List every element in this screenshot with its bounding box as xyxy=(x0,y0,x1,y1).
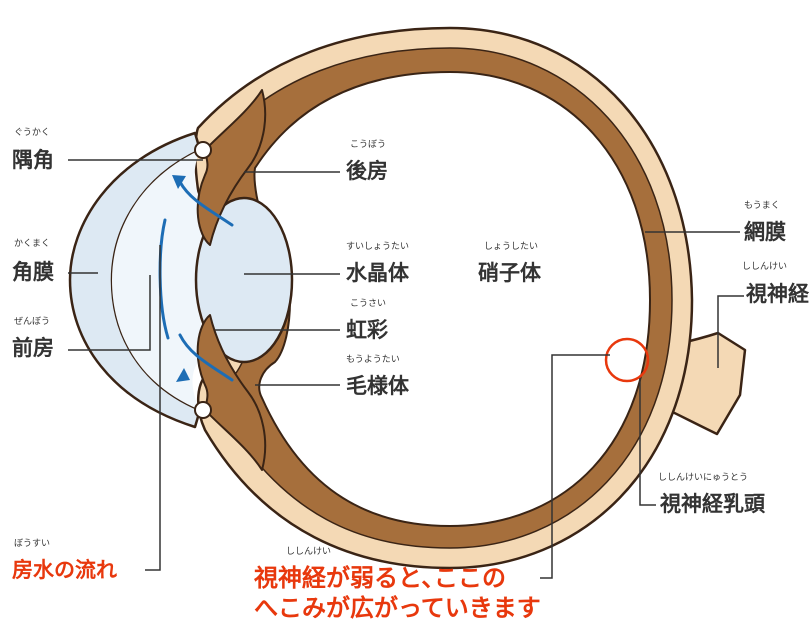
retina-label: 網膜 xyxy=(744,220,786,244)
note-line-1: 視神経が弱ると､ここの xyxy=(254,564,506,592)
leader-aqueous xyxy=(145,245,161,571)
ciliary-body-label: 毛様体 xyxy=(346,374,409,398)
cornea-ruby: かくまく xyxy=(14,239,51,249)
leader-optic-nerve xyxy=(717,295,744,368)
lens-ruby: すいしょうたい xyxy=(346,242,410,252)
iris-lower-shape xyxy=(196,314,267,471)
iris-upper-shape xyxy=(196,89,267,246)
ciliary-body-ruby: もうようたい xyxy=(346,355,400,365)
aqueous-flow-label: 房水の流れ xyxy=(12,558,117,582)
aqueous-flow-upper-arrowhead xyxy=(172,175,186,189)
leader-anterior xyxy=(68,275,151,351)
aqueous-flow-lower-arrow xyxy=(178,333,234,382)
leader-note xyxy=(540,354,610,579)
vitreous-ruby: しょうしたい xyxy=(484,242,539,252)
vitreous-label: 硝子体 xyxy=(478,261,541,285)
optic-nerve-label: 視神経 xyxy=(746,282,809,306)
corner-label: 隅角 xyxy=(12,148,54,172)
iris-label: 虹彩 xyxy=(346,318,388,342)
anterior-chamber-ruby: ぜんぼう xyxy=(14,317,51,327)
angle-lower-marker xyxy=(194,401,212,419)
anterior-chamber-label: 前房 xyxy=(12,336,54,360)
cornea-label: 角膜 xyxy=(12,260,54,284)
leader-lines xyxy=(68,159,744,579)
optic-disc-ruby: ししんけいにゅうとう xyxy=(658,473,749,483)
corner-ruby: ぐうかく xyxy=(14,128,50,138)
note-line-2: へこみが広がっていきます xyxy=(254,594,541,622)
aqueous-flow-ruby: ぼうすい xyxy=(14,539,51,549)
lens-label: 水晶体 xyxy=(346,261,409,285)
lens-shape xyxy=(194,196,294,364)
retina-ruby: もうまく xyxy=(744,201,780,211)
vitreous-cavity-shape xyxy=(253,71,651,527)
aqueous-flow-upper-arrow xyxy=(178,180,234,227)
anterior-chamber-shape xyxy=(112,150,205,410)
aqueous-flow-lower-arrowhead xyxy=(176,368,190,382)
optic-disc-label: 視神経乳頭 xyxy=(660,492,765,516)
note-ruby: ししんけい xyxy=(286,547,332,557)
posterior-chamber-ruby: こうぼう xyxy=(350,140,387,150)
optic-disc-highlight-circle xyxy=(604,337,650,383)
iris-ruby: こうさい xyxy=(350,299,387,309)
optic-nerve-ruby: ししんけい xyxy=(742,262,788,272)
angle-upper-marker xyxy=(194,141,212,159)
leader-optic-disc xyxy=(639,378,656,506)
posterior-chamber-label: 後房 xyxy=(346,159,388,183)
